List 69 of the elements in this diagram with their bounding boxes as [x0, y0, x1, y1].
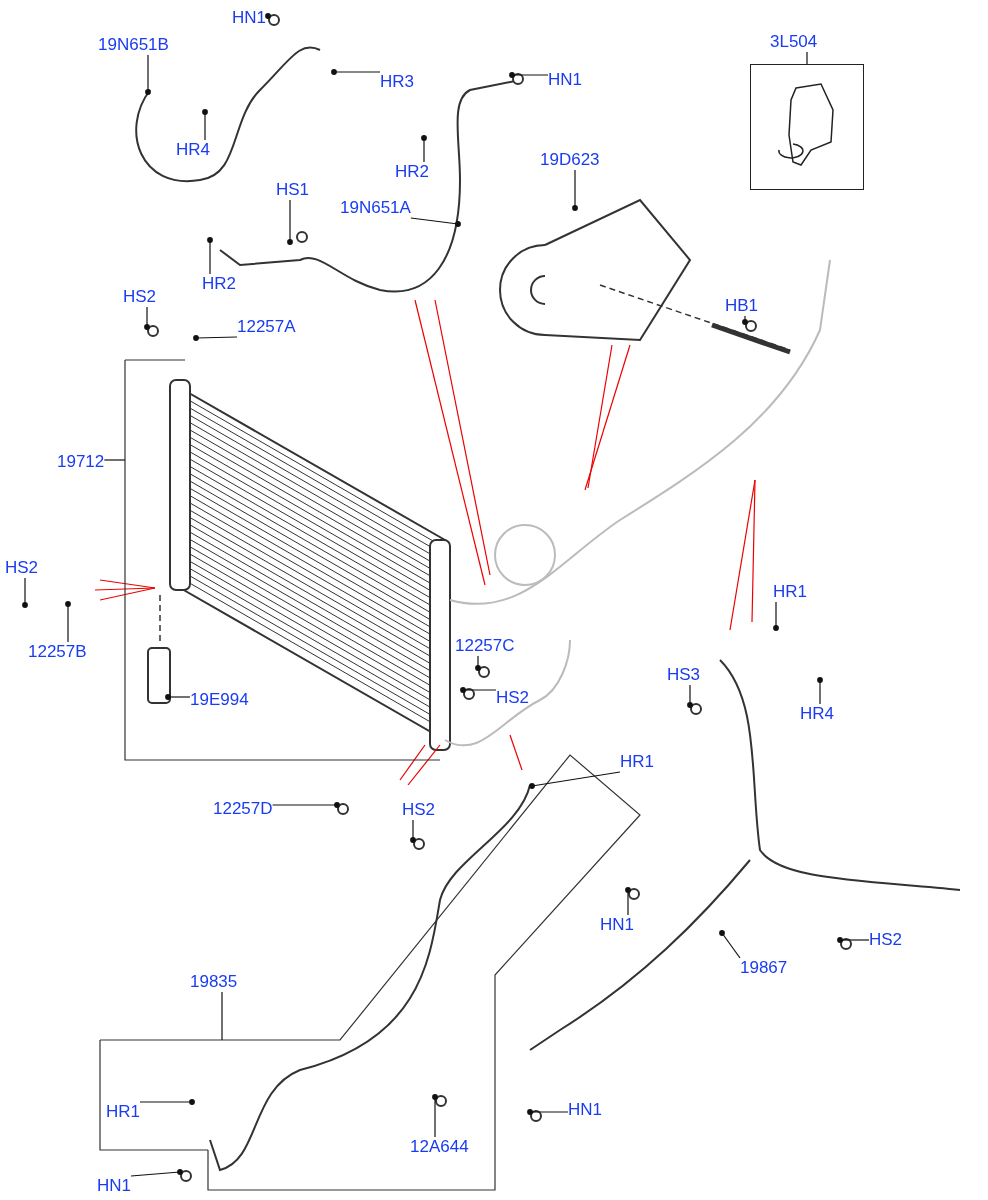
leader-line [410, 819, 416, 843]
leader-line [145, 54, 151, 95]
leader-line [460, 687, 497, 693]
callout-label: HR1 [106, 1102, 140, 1122]
leader-line [130, 1169, 183, 1177]
callout-label: HR4 [800, 704, 834, 724]
callout-label: HS3 [667, 665, 701, 685]
leader-line [687, 684, 693, 708]
leader-line [806, 51, 808, 65]
inset-frame [750, 64, 864, 190]
callout-label: HR4 [176, 140, 210, 160]
leader-line [287, 199, 293, 245]
callout-label: HS2 [123, 287, 157, 307]
leader-line [773, 601, 779, 631]
callout-label: 19N651A [340, 198, 411, 218]
callout-label: HS2 [5, 558, 39, 578]
callout-label: 19712 [57, 452, 105, 472]
callout-label: HN1 [232, 8, 266, 28]
leader-line [625, 887, 631, 916]
leader-line [22, 577, 28, 608]
leader-line [475, 655, 481, 671]
leader-line [271, 802, 340, 808]
callout-label: HS2 [496, 688, 530, 708]
leader-line [221, 991, 223, 1041]
callout-label: 12257B [28, 642, 87, 662]
callout-label: HS2 [869, 930, 903, 950]
callout-label: HR3 [380, 72, 414, 92]
leader-line [265, 13, 271, 19]
leader-line [331, 69, 381, 75]
leader-line [144, 306, 150, 330]
callout-label: 12A644 [410, 1137, 469, 1157]
callout-label: HR2 [395, 162, 429, 182]
leader-line [742, 315, 748, 325]
leader-line [837, 937, 870, 943]
callout-label: HN1 [548, 70, 582, 90]
leader-line [421, 135, 427, 163]
callout-label: HS1 [276, 180, 310, 200]
callout-label: HS2 [402, 800, 436, 820]
leader-line [202, 109, 208, 141]
callout-label: 12257C [455, 636, 515, 656]
leader-line [529, 771, 621, 789]
leader-line [65, 601, 71, 643]
leader-line [509, 72, 549, 78]
callout-label: HN1 [600, 915, 634, 935]
callout-label: 3L504 [770, 32, 818, 52]
leader-line [817, 677, 823, 705]
callout-label: HN1 [97, 1176, 131, 1196]
leader-line [719, 930, 741, 959]
leader-line [165, 694, 191, 700]
callout-label: HB1 [725, 296, 759, 316]
leader-line [572, 169, 578, 211]
leader-line [432, 1094, 438, 1138]
callout-label: HR2 [202, 274, 236, 294]
callout-label: 19835 [190, 972, 238, 992]
callout-label: 12257D [213, 799, 273, 819]
callout-label: HR1 [620, 752, 654, 772]
callout-label: 19E994 [190, 690, 249, 710]
leader-line [139, 1099, 195, 1105]
leader-line [207, 237, 213, 275]
callout-label: 12257A [237, 317, 296, 337]
leader-line [527, 1109, 569, 1115]
leader-line [103, 459, 126, 461]
callout-label: 19D623 [540, 150, 600, 170]
leader-line [410, 217, 461, 227]
leader-line [193, 335, 238, 341]
callout-label: 19867 [740, 958, 788, 978]
callout-label: HN1 [568, 1100, 602, 1120]
callout-label: HR1 [773, 582, 807, 602]
callout-label: 19N651B [98, 35, 169, 55]
